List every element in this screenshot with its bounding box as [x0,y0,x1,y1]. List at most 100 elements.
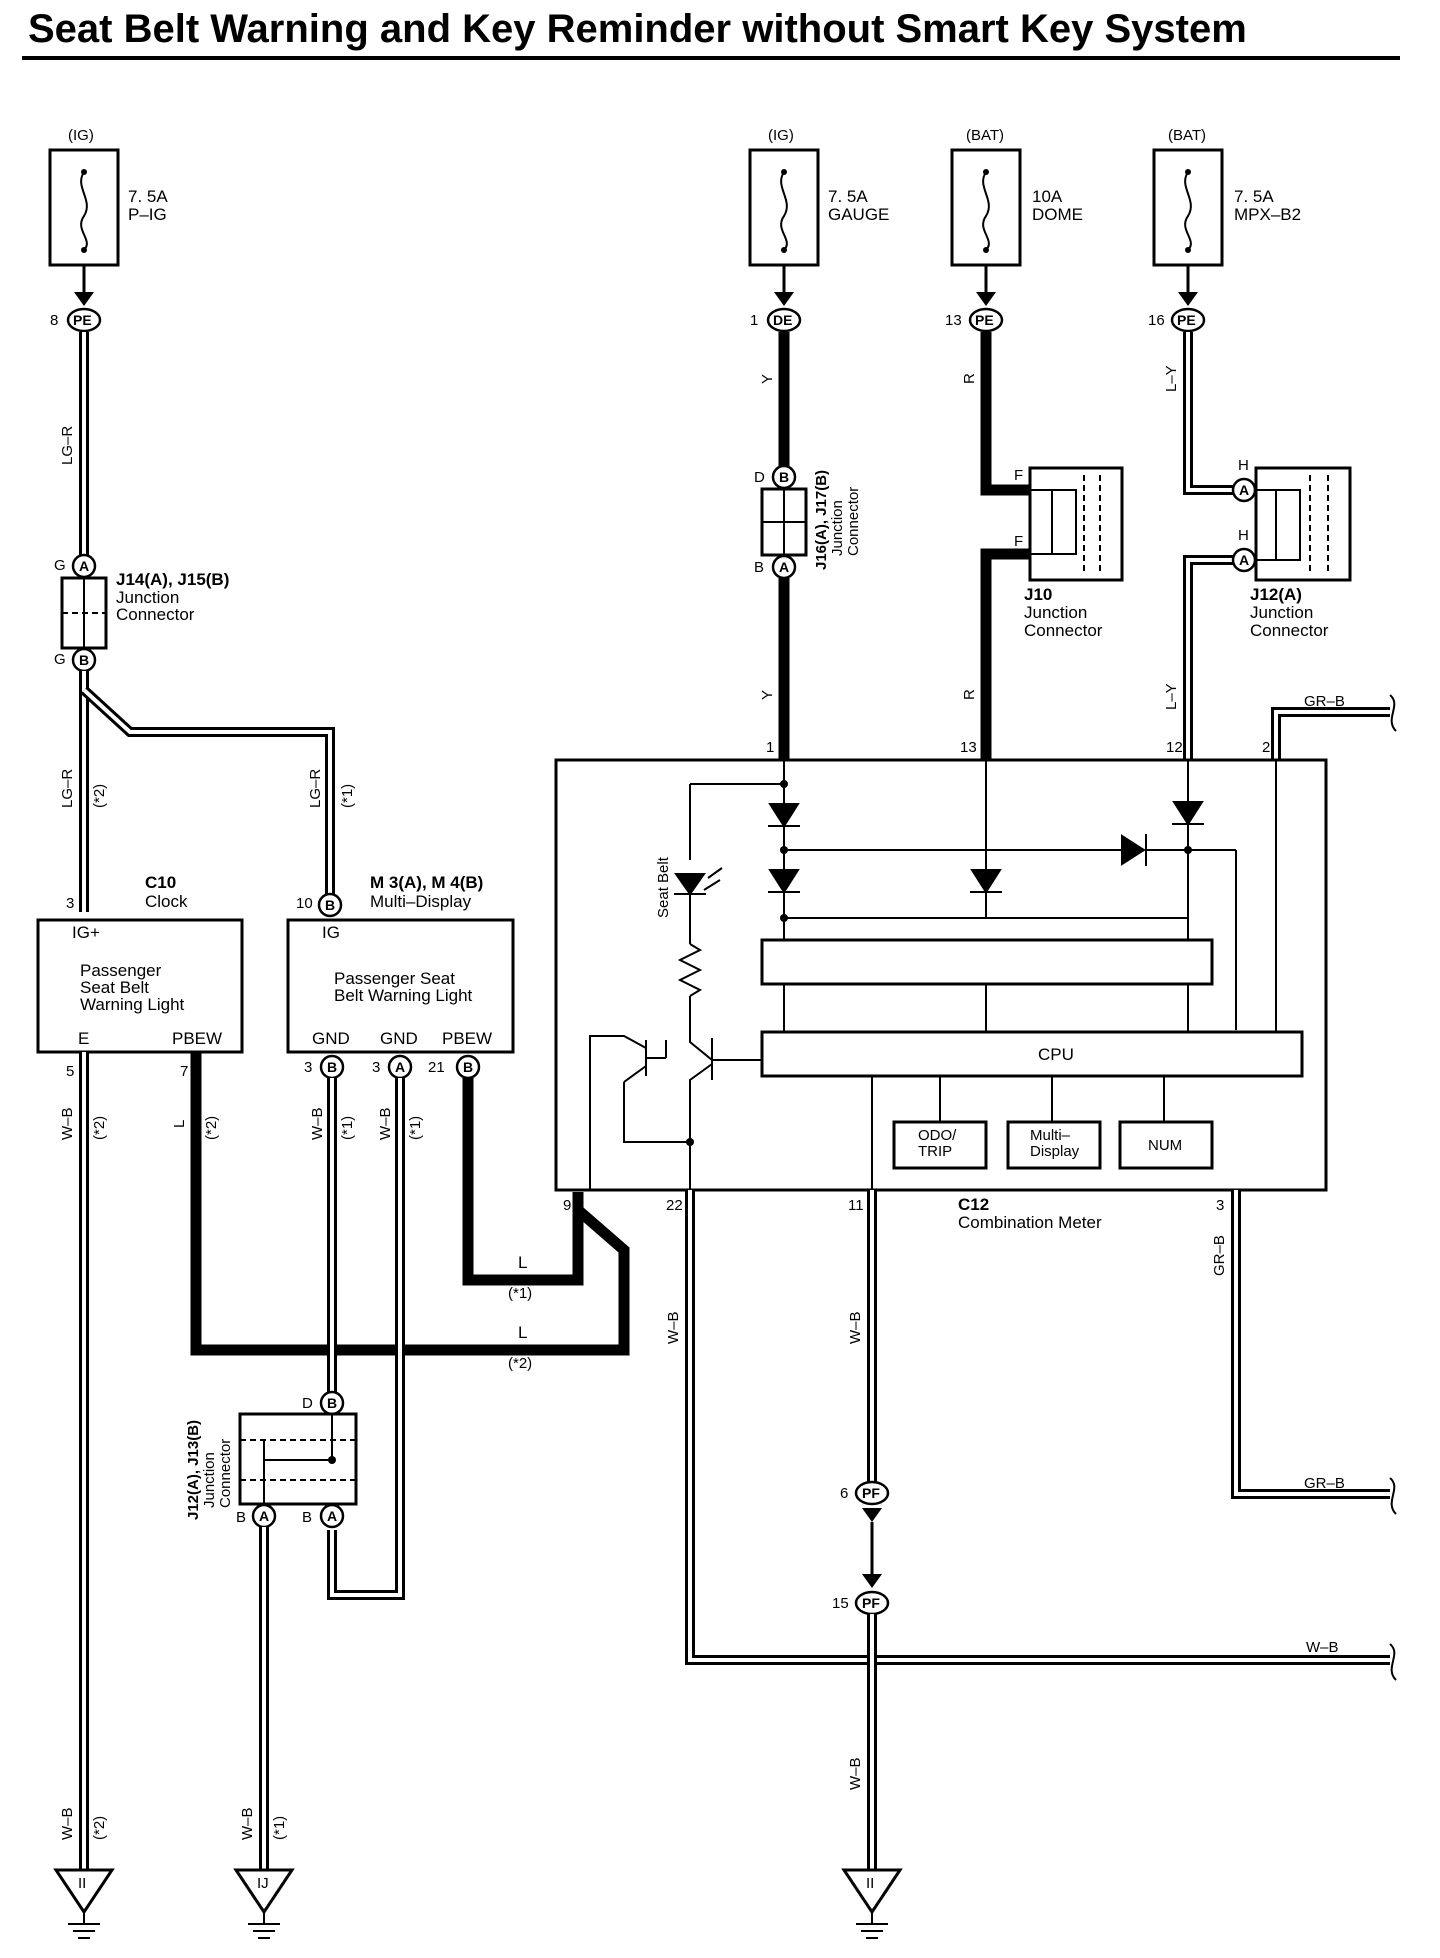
pin-number: 2 [1262,739,1270,756]
fuse-amp: 7. 5A [128,187,168,206]
pin-number: 10 [296,895,313,912]
ground-ii-left: II [53,1868,115,1939]
block-label: Multi– [1030,1127,1071,1144]
connector-title: J16(A), J17(B) [813,470,830,570]
wire-note: (*1) [407,1116,424,1140]
pin-number: 22 [666,1197,683,1214]
pin-number: 21 [428,1059,445,1076]
connector-title: J14(A), J15(B) [116,570,229,589]
pin-letter: D [302,1395,313,1412]
wire-color: W–B [847,1757,864,1790]
wire-color: GR–B [1304,693,1345,710]
pin-code: B [325,897,335,913]
pin-number: 11 [848,1197,864,1214]
pin-number: 3 [372,1059,380,1076]
pin-letter: D [754,469,765,486]
component-name: Multi–Display [370,892,472,911]
pin-number: 1 [766,739,774,756]
pin-code: A [327,1508,337,1524]
wire-color: L–Y [1163,365,1180,392]
connector-line: Junction [1250,603,1313,622]
page-title: Seat Belt Warning and Key Reminder witho… [28,7,1247,51]
component-text: Warning Light [80,995,185,1014]
pin-number: 9 [563,1197,571,1214]
wire-note: (*2) [91,1816,108,1840]
pin-number: 16 [1148,312,1165,329]
pin-code: B [779,469,789,485]
pin-number: 5 [66,1063,74,1080]
connector-line: Junction [829,500,846,556]
fuse-name: DOME [1032,205,1083,224]
block-label: Display [1030,1143,1080,1160]
fuse-name: MPX–B2 [1234,205,1301,224]
pin-code: A [779,559,789,575]
block-label: TRIP [918,1143,952,1160]
pin-code: A [395,1059,405,1075]
odo-trip-block [892,1120,988,1170]
pin-number: 3 [1216,1197,1224,1214]
pin-number: 13 [960,739,977,756]
component-text: Passenger [80,961,162,980]
connector-title: J12(A), J13(B) [185,1420,202,1520]
component-code: C12 [958,1195,989,1214]
pin-letter: G [54,651,66,668]
component-name: Clock [145,892,188,911]
wire-color: W–B [377,1107,394,1140]
fuse-dome: (BAT) 10A DOME [950,127,1083,267]
pin-number: 8 [50,312,58,329]
connector-line: Connector [116,605,195,624]
cpu-block [760,1030,1304,1078]
multi-display-block [1006,1120,1102,1170]
connector-line: Junction [116,588,179,607]
wire-color: L [518,1323,527,1342]
wire-color: LG–R [59,426,76,465]
fuse-source: (BAT) [1168,127,1206,144]
pin-number: 3 [304,1059,312,1076]
wire-note: (*1) [271,1816,288,1840]
pin-number: 3 [66,895,74,912]
connector-line: Connector [1024,621,1103,640]
terminal-label: GND [312,1029,350,1048]
pin-code: B [327,1059,337,1075]
block-label: NUM [1148,1137,1182,1154]
connector-label: PE [1177,312,1196,328]
pin-code: B [327,1395,337,1411]
fuse-source: (IG) [768,127,794,144]
wire-color: R [961,689,978,700]
cpu-label: CPU [1038,1045,1074,1064]
wire-color: L [518,1253,527,1272]
wire-color: GR–B [1211,1235,1228,1276]
connector-label: DE [773,312,792,328]
ground-label: II [78,1875,86,1892]
pin-letter: F [1014,467,1023,484]
pin-number: 1 [750,312,758,329]
wire-color: W–B [309,1107,326,1140]
wire-note: (*2) [91,784,108,808]
fuse-source: (BAT) [966,127,1004,144]
wire-color: W–B [665,1311,682,1344]
connector-label: PE [73,312,92,328]
connector-label: PE [975,312,994,328]
wire-color: L [171,1120,188,1128]
pin-letter: H [1238,527,1249,544]
connector-title: J12(A) [1250,585,1302,604]
ground-label: IJ [257,1875,269,1892]
pin-code: A [79,558,89,574]
block-label: ODO/ [918,1127,957,1144]
pin-letter: B [302,1509,312,1526]
multi-display-m3 [286,918,515,1054]
fuse-name: GAUGE [828,205,889,224]
fuse-amp: 7. 5A [1234,187,1274,206]
terminal-label: PBEW [442,1029,492,1048]
terminal-label: E [78,1029,89,1048]
pin-number: 12 [1166,739,1183,756]
pin-code: A [1239,552,1249,568]
wire-color: W–B [1306,1639,1339,1656]
pin-code: A [1239,482,1249,498]
ground-label: II [866,1875,874,1892]
pin-letter: B [236,1509,246,1526]
connector-line: Connector [217,1439,234,1508]
connector-pe [66,307,102,333]
wire-note: (*2) [91,1116,108,1140]
